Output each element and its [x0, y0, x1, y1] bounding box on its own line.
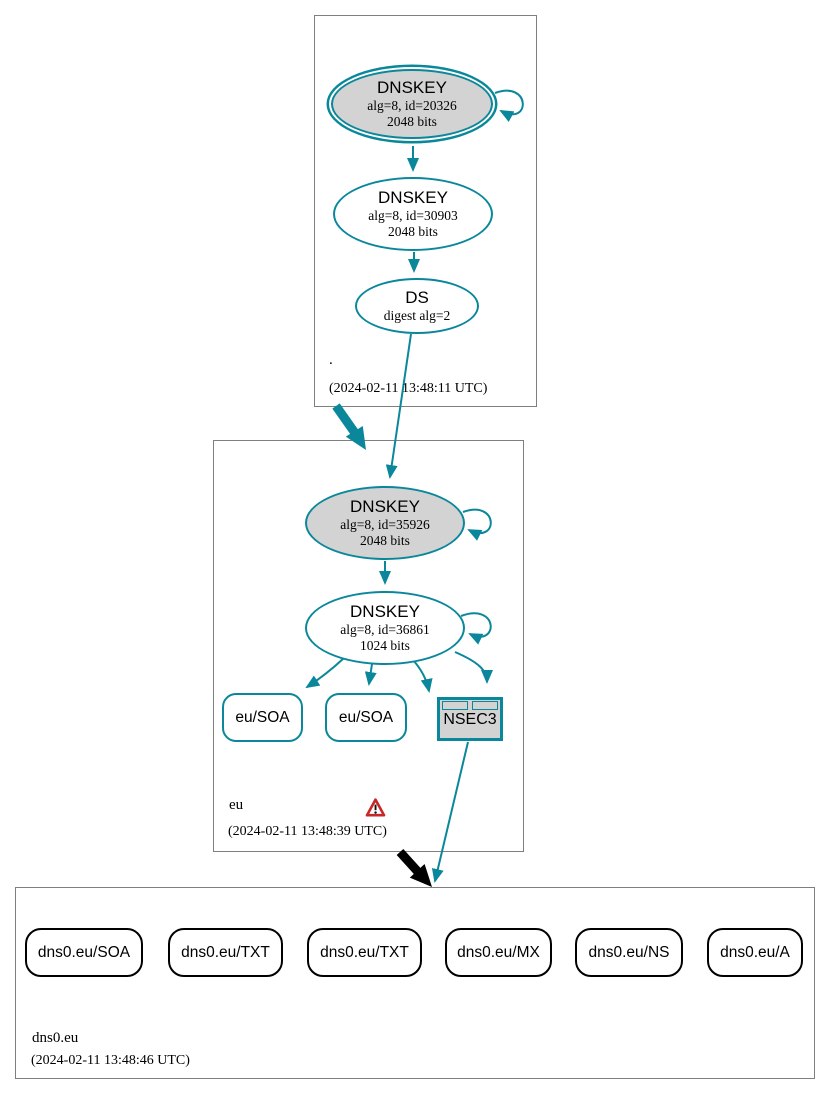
rrset-label: dns0.eu/TXT	[181, 943, 270, 961]
node-eu-dnskey-ksk[interactable]: DNSKEY alg=8, id=35926 2048 bits	[305, 486, 465, 560]
zone-timestamp-root: (2024-02-11 13:48:11 UTC)	[329, 381, 488, 396]
rrset-label: dns0.eu/A	[720, 943, 790, 961]
warning-icon[interactable]	[365, 797, 386, 818]
nsec3-cells	[442, 701, 498, 710]
node-dns0-soa[interactable]: dns0.eu/SOA	[25, 928, 143, 977]
node-detail: 2048 bits	[388, 224, 438, 240]
node-dns0-a[interactable]: dns0.eu/A	[707, 928, 803, 977]
node-eu-dnskey-zsk[interactable]: DNSKEY alg=8, id=36861 1024 bits	[305, 591, 465, 665]
node-eu-soa-1[interactable]: eu/SOA	[222, 693, 303, 742]
zone-box-dns0-eu	[15, 887, 815, 1079]
node-title: DS	[405, 288, 429, 308]
rrset-label: dns0.eu/MX	[457, 943, 540, 961]
node-detail: alg=8, id=30903	[368, 208, 458, 224]
nsec3-cell	[442, 701, 468, 710]
node-title: DNSKEY	[378, 188, 448, 208]
rrset-label: dns0.eu/TXT	[320, 943, 409, 961]
node-dns0-txt-1[interactable]: dns0.eu/TXT	[168, 928, 283, 977]
node-detail: alg=8, id=35926	[340, 517, 430, 533]
rrset-label: dns0.eu/SOA	[37, 943, 131, 961]
zone-timestamp-eu: (2024-02-11 13:48:39 UTC)	[228, 824, 387, 839]
node-root-dnskey-ksk[interactable]: DNSKEY alg=8, id=20326 2048 bits	[331, 69, 493, 139]
edge-delegation-eu-dns0-head	[409, 864, 432, 887]
edge-delegation-root-eu-shaft	[332, 403, 359, 436]
nsec3-label: NSEC3	[443, 711, 497, 728]
node-detail: 1024 bits	[360, 638, 410, 654]
node-root-dnskey-zsk[interactable]: DNSKEY alg=8, id=30903 2048 bits	[333, 177, 493, 251]
zone-label-dns0-eu: dns0.eu	[32, 1030, 79, 1046]
node-detail: digest alg=2	[383, 308, 451, 324]
rrset-label: eu/SOA	[235, 708, 290, 726]
zone-label-root: .	[329, 352, 333, 368]
node-title: DNSKEY	[377, 78, 447, 98]
node-title: DNSKEY	[350, 497, 420, 517]
zone-label-eu: eu	[229, 797, 244, 813]
node-eu-soa-2[interactable]: eu/SOA	[325, 693, 407, 742]
rrset-label: eu/SOA	[338, 708, 394, 726]
node-eu-nsec3[interactable]: NSEC3	[437, 697, 503, 741]
node-detail: alg=8, id=20326	[367, 98, 457, 114]
node-dns0-txt-2[interactable]: dns0.eu/TXT	[307, 928, 422, 977]
node-dns0-mx[interactable]: dns0.eu/MX	[445, 928, 552, 977]
node-detail: 2048 bits	[387, 114, 437, 130]
node-root-ds[interactable]: DS digest alg=2	[355, 278, 479, 334]
node-title: DNSKEY	[350, 602, 420, 622]
node-dns0-ns[interactable]: dns0.eu/NS	[575, 928, 683, 977]
node-detail: alg=8, id=36861	[340, 622, 430, 638]
node-detail: 2048 bits	[360, 533, 410, 549]
zone-timestamp-dns0-eu: (2024-02-11 13:48:46 UTC)	[31, 1053, 190, 1068]
nsec3-cell	[472, 701, 498, 710]
rrset-label: dns0.eu/NS	[588, 943, 670, 961]
edge-delegation-eu-dns0-shaft	[396, 848, 423, 877]
